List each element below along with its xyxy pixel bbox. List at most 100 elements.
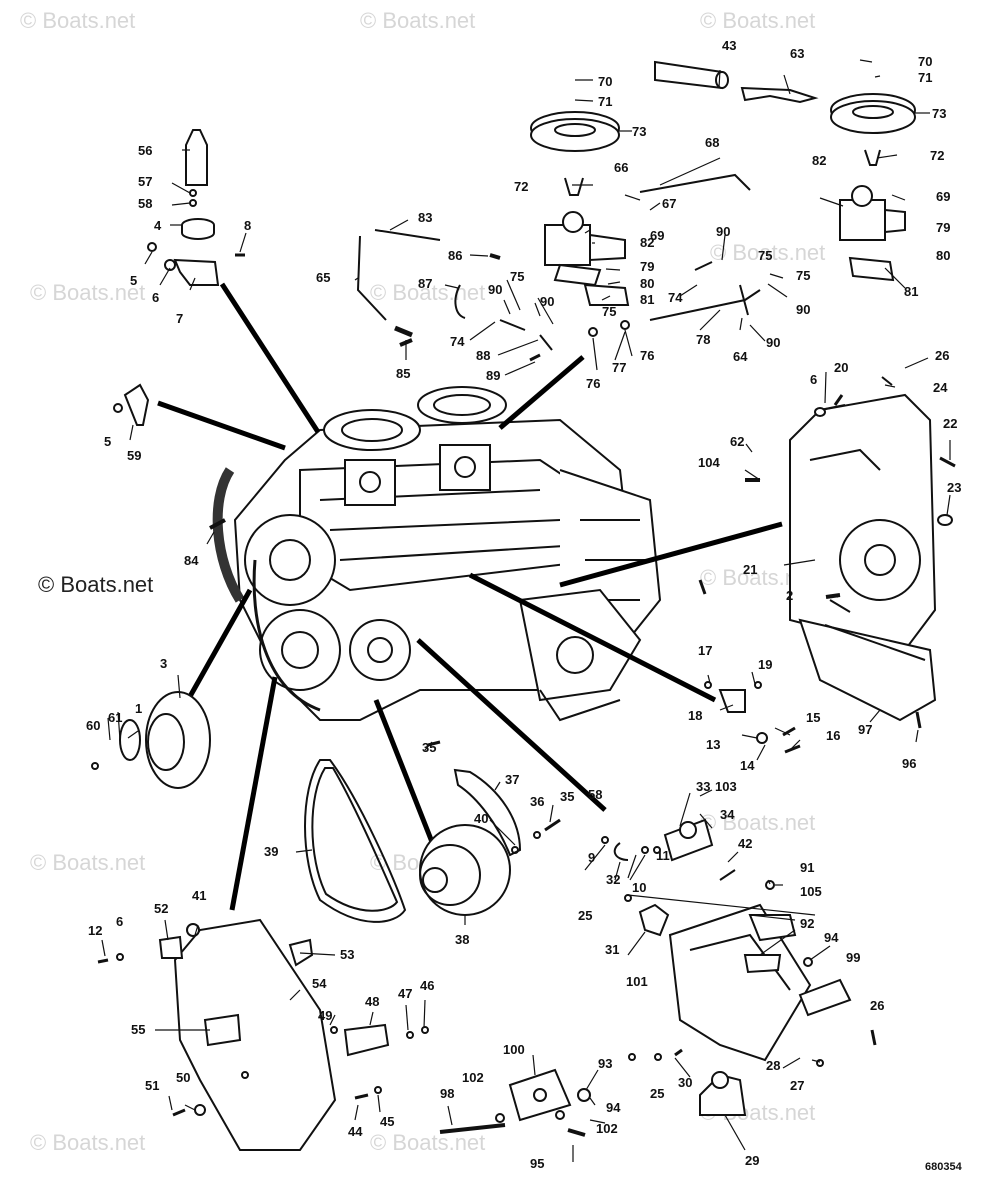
callout-69: 69 [650,228,664,243]
callout-90: 90 [488,282,502,297]
callout-4: 4 [154,218,162,233]
callout-42: 42 [738,836,752,851]
callout-2: 2 [786,588,793,603]
callout-59: 59 [127,448,141,463]
callout-71: 71 [918,70,932,85]
bottle-bracket-group [113,129,245,530]
callout-48: 48 [365,994,379,1009]
callout-46: 46 [420,978,434,993]
callout-97: 97 [858,722,872,737]
callout-90: 90 [766,335,780,350]
callout-51: 51 [145,1078,159,1093]
callout-31: 31 [605,942,619,957]
callout-20: 20 [834,360,848,375]
callout-104: 104 [698,455,720,470]
callout-6: 6 [152,290,159,305]
callout-80: 80 [640,276,654,291]
callout-28: 28 [766,1058,780,1073]
callout-23: 23 [947,480,961,495]
callout-15: 15 [806,710,820,725]
watermark: © Boats.net [30,850,145,875]
watermarks: © Boats.net © Boats.net © Boats.net © Bo… [20,8,825,1155]
callout-85: 85 [396,366,410,381]
callout-75: 75 [602,304,616,319]
callout-101: 101 [626,974,648,989]
watermark: © Boats.net [360,8,475,33]
callout-9: 9 [588,850,595,865]
callout-22: 22 [943,416,957,431]
callout-16: 16 [826,728,840,743]
callout-72: 72 [514,179,528,194]
callout-68: 68 [705,135,719,150]
callout-26: 26 [935,348,949,363]
callout-13: 13 [706,737,720,752]
callout-39: 39 [264,844,278,859]
callout-99: 99 [846,950,860,965]
callout-74: 74 [450,334,465,349]
callout-78: 78 [696,332,710,347]
callout-60: 60 [86,718,100,733]
callout-19: 19 [758,657,772,672]
callout-69: 69 [936,189,950,204]
callout-64: 64 [733,349,748,364]
callout-84: 84 [184,553,199,568]
callout-34: 34 [720,807,735,822]
callout-14: 14 [740,758,755,773]
callout-82: 82 [812,153,826,168]
callout-47: 47 [398,986,412,1001]
callout-87: 87 [418,276,432,291]
engine-mount [439,1053,636,1137]
callout-41: 41 [192,888,206,903]
bell-housing [704,376,956,754]
callout-57: 57 [138,174,152,189]
callout-80: 80 [936,248,950,263]
callout-91: 91 [800,860,814,875]
callout-67: 67 [662,196,676,211]
callout-11: 11 [656,848,670,863]
callout-74: 74 [668,290,683,305]
callout-43: 43 [722,38,736,53]
callout-90: 90 [716,224,730,239]
timing-cover [97,918,429,1151]
starter-bracket [601,818,877,1116]
copyright-notice: © Boats.net [38,572,153,597]
callout-53: 53 [340,947,354,962]
engine-block [212,386,662,722]
callout-50: 50 [176,1070,190,1085]
callout-100: 100 [503,1042,525,1057]
callout-65: 65 [316,270,330,285]
callout-25: 25 [650,1086,664,1101]
callout-8: 8 [244,218,251,233]
callout-35: 35 [422,740,436,755]
callout-24: 24 [933,380,948,395]
watermark: © Boats.net [370,1130,485,1155]
callout-98: 98 [440,1086,454,1101]
callout-71: 71 [598,94,612,109]
watermark: © Boats.net [700,810,815,835]
callout-30: 30 [678,1075,692,1090]
callout-95: 95 [530,1156,544,1171]
callout-105: 105 [800,884,822,899]
callout-49: 49 [318,1008,332,1023]
callout-94: 94 [824,930,839,945]
callout-83: 83 [418,210,432,225]
callout-32: 32 [606,872,620,887]
callout-52: 52 [154,901,168,916]
leader-lines [101,59,951,1162]
callout-70: 70 [598,74,612,89]
callouts: 1 2 3 4 5 5 6 6 6 7 8 9 10 11 12 13 14 1… [86,38,961,1171]
callout-36: 36 [530,794,544,809]
callout-21: 21 [743,562,757,577]
callout-75: 75 [796,268,810,283]
callout-75: 75 [510,269,524,284]
watermark: © Boats.net [30,280,145,305]
callout-54: 54 [312,976,327,991]
callout-86: 86 [448,248,462,263]
callout-63: 63 [790,46,804,61]
callout-81: 81 [904,284,918,299]
callout-72: 72 [930,148,944,163]
callout-3: 3 [160,656,167,671]
callout-58: 58 [588,787,602,802]
callout-40: 40 [474,811,488,826]
callout-6: 6 [810,372,817,387]
